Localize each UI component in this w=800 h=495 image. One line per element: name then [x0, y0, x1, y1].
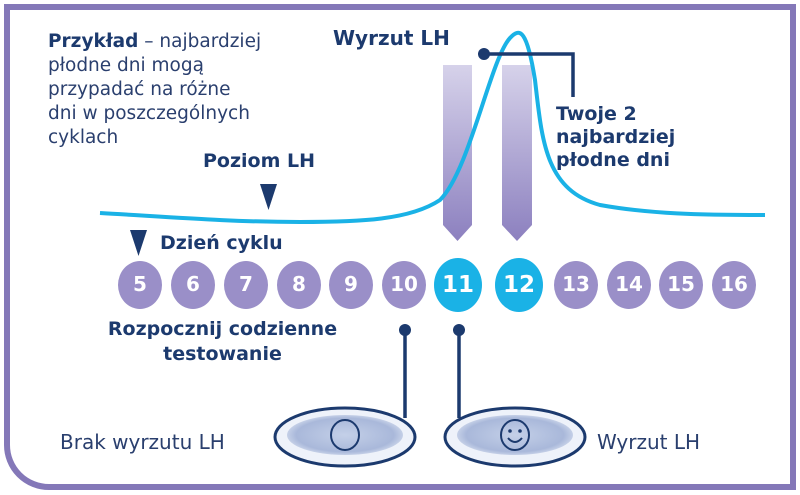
- day-number: 7: [239, 272, 253, 296]
- day-number: 10: [390, 272, 418, 296]
- start-line: Rozpocznij codzienne: [107, 318, 338, 340]
- intro-line: – najbardziej: [138, 31, 262, 52]
- day-circle-10: [382, 261, 426, 309]
- fertile-bar-day-12: [502, 65, 532, 241]
- fertile-days-label: Twoje 2 najbardziej płodne dni: [556, 103, 675, 172]
- day-circle-15: [659, 261, 703, 309]
- day-circle-11: [434, 258, 482, 312]
- fertile-line: Twoje 2: [556, 103, 637, 125]
- intro-bold: Przykład: [48, 31, 139, 52]
- day-circle-5: [118, 261, 162, 309]
- day-circle-9: [329, 261, 373, 309]
- day-number: 12: [502, 272, 535, 298]
- day-circle-14: [607, 261, 651, 309]
- day-circles: [118, 258, 756, 312]
- no-surge-label: Brak wyrzutu LH: [60, 430, 225, 454]
- lh-level-curve: [99, 30, 766, 225]
- surge-result-label: Wyrzut LH: [597, 430, 701, 454]
- frame-border: [4, 4, 796, 490]
- fertile-line: najbardziej: [556, 126, 676, 148]
- surge-label: Wyrzut LH: [333, 26, 450, 50]
- cycle-day-arrow-icon: [130, 230, 147, 256]
- day-number: 13: [562, 272, 590, 296]
- lh-level-label: Poziom LH: [203, 150, 316, 172]
- intro-line: dni w poszczególnych: [48, 103, 250, 124]
- smiley-face-icon: [500, 419, 530, 451]
- day-number: 15: [667, 272, 695, 296]
- start-line: testowanie: [163, 343, 282, 365]
- test-display-surge: [443, 406, 587, 468]
- day-circle-13: [554, 261, 598, 309]
- surge-pointer-line: [484, 52, 575, 97]
- cycle-day-label: Dzień cyklu: [160, 232, 283, 254]
- day-circle-7: [224, 261, 268, 309]
- day-number: 11: [441, 272, 474, 298]
- day-number: 14: [615, 272, 643, 296]
- empty-circle-icon: [330, 419, 360, 451]
- day-number: 6: [186, 272, 200, 296]
- intro-line: płodne dni mogą: [48, 55, 204, 76]
- day-number: 8: [292, 272, 306, 296]
- intro-text: Przykład – najbardziej płodne dni mogą p…: [48, 30, 261, 150]
- day-number: 9: [344, 272, 358, 296]
- day-number: 5: [133, 272, 147, 296]
- day-circle-8: [277, 261, 321, 309]
- day-circle-12: [495, 258, 543, 312]
- lh-level-arrow-icon: [260, 184, 277, 210]
- fertile-line: płodne dni: [556, 149, 670, 171]
- fertile-bar-day-11: [443, 65, 472, 241]
- intro-line: przypadać na różne: [48, 79, 231, 100]
- day-circle-6: [171, 261, 215, 309]
- day-number: 16: [720, 272, 748, 296]
- test-display-no-surge: [273, 406, 417, 468]
- intro-line: cyklach: [48, 127, 119, 148]
- day-circle-16: [712, 261, 756, 309]
- start-testing-label: Rozpocznij codzienne testowanie: [90, 317, 355, 367]
